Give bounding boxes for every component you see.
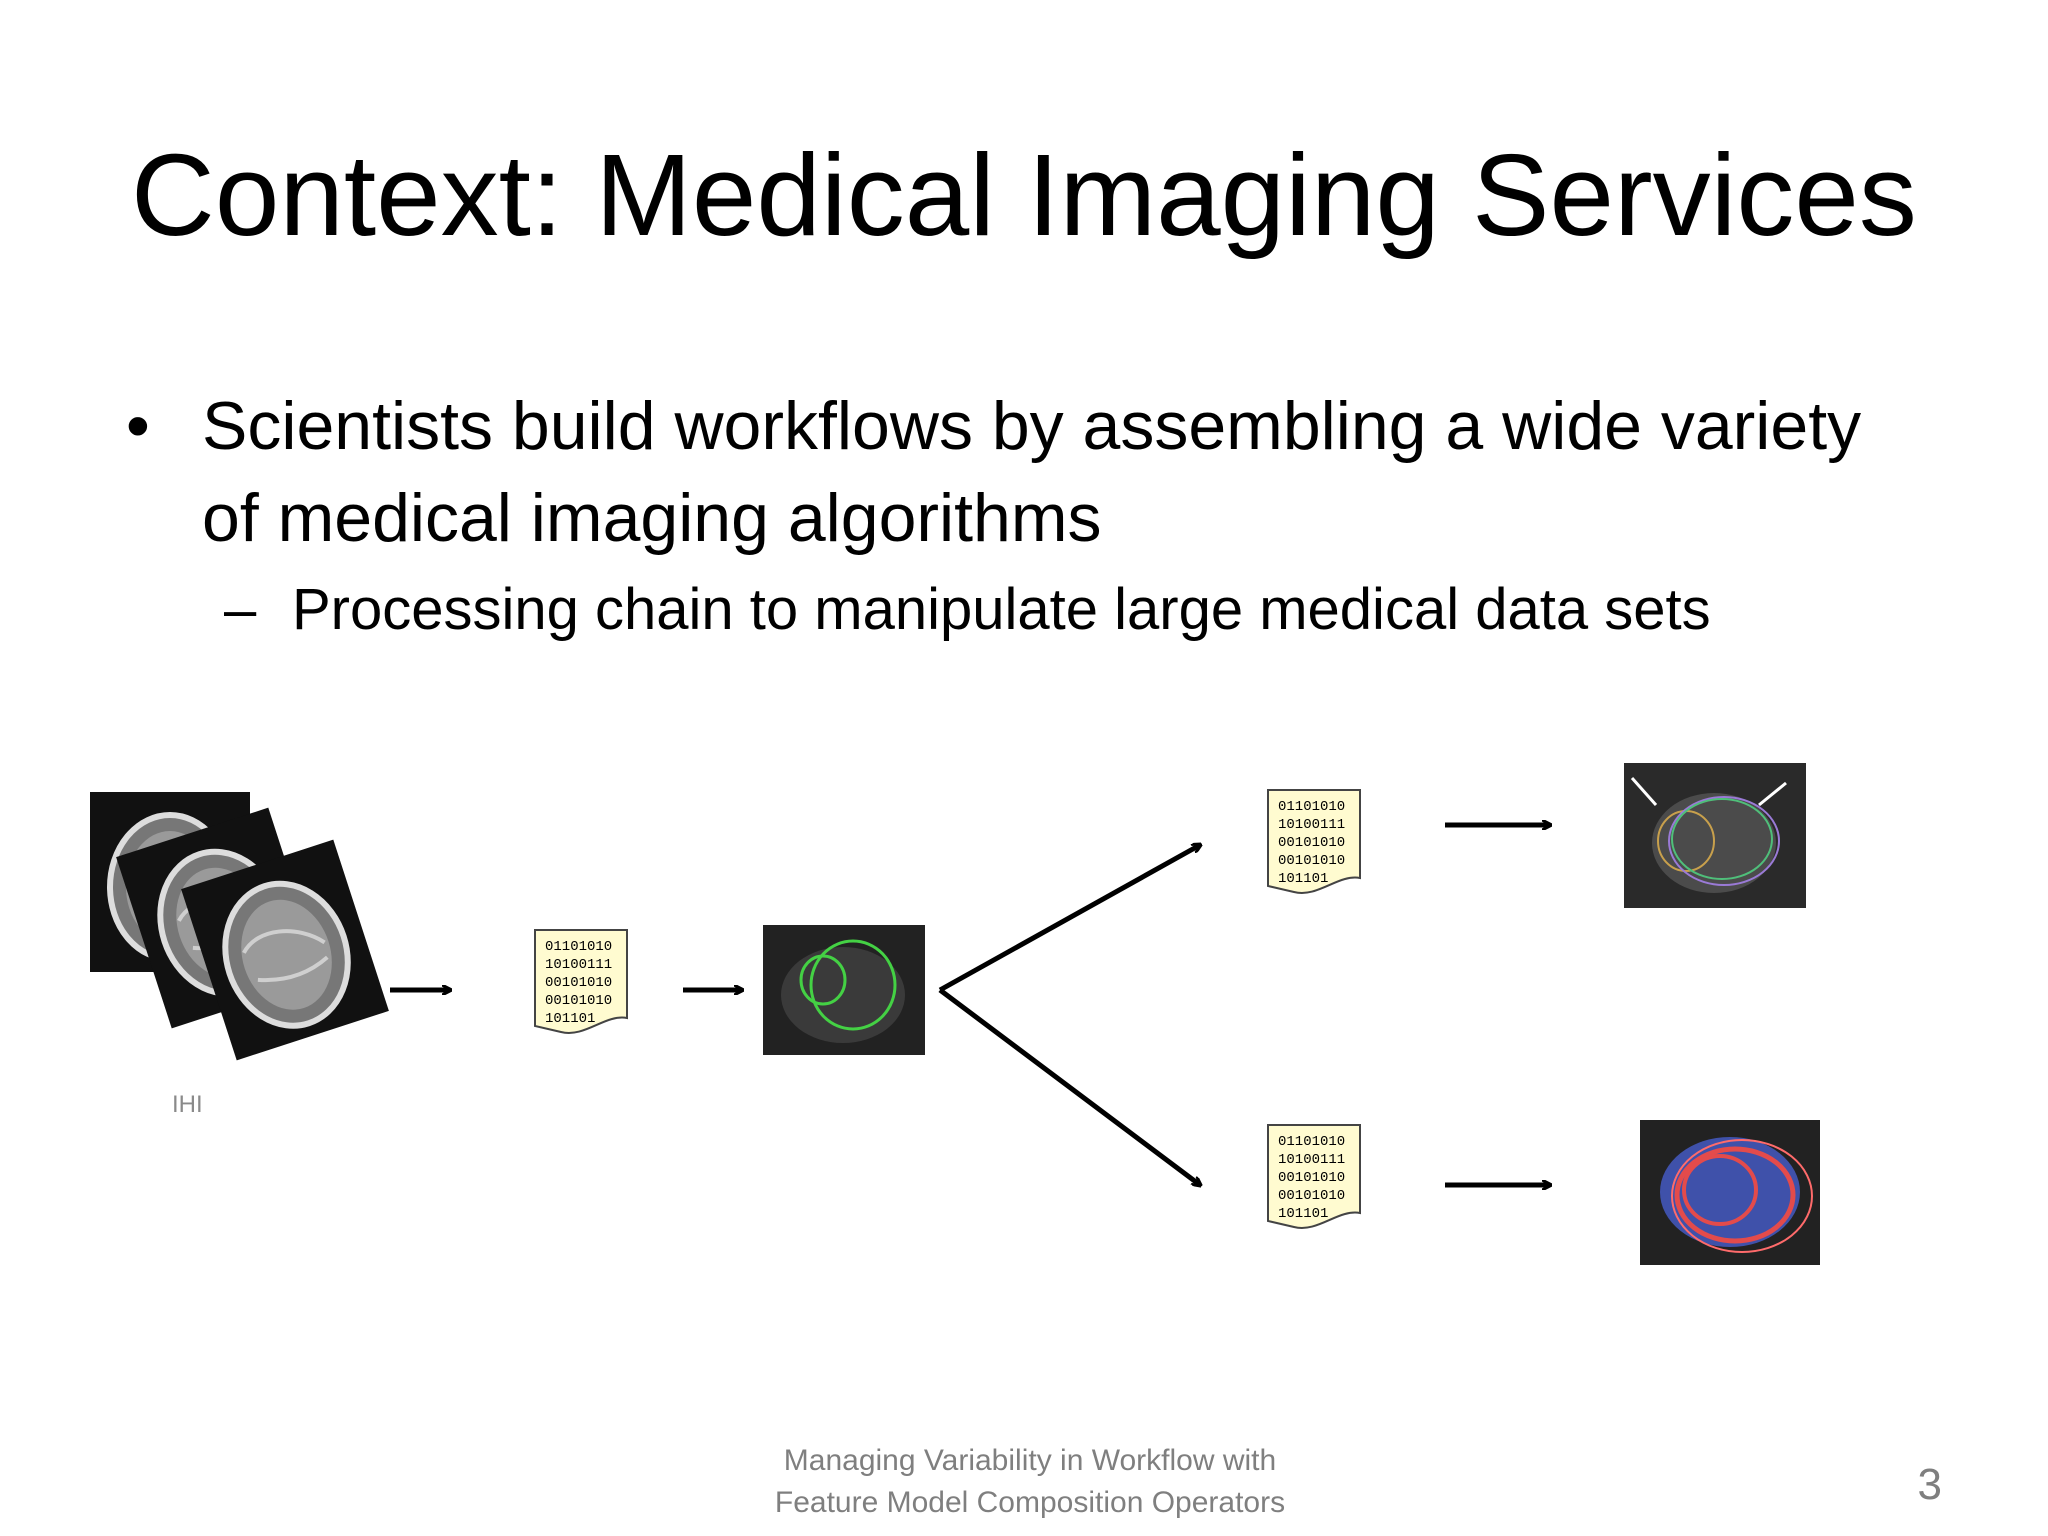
slide-title: Context: Medical Imaging Services (131, 130, 1917, 260)
svg-text:101101: 101101 (1278, 1206, 1328, 1222)
sub-bullet-item: – Processing chain to manipulate large m… (120, 570, 1920, 650)
bullet-list: • Scientists build workflows by assembli… (120, 380, 1920, 650)
svg-text:00101010: 00101010 (545, 975, 612, 991)
page-number: 3 (1917, 1460, 1942, 1509)
svg-text:00101010: 00101010 (1278, 853, 1345, 869)
svg-text:101101: 101101 (1278, 871, 1328, 887)
sub-bullet-marker: – (224, 577, 257, 642)
svg-text:00101010: 00101010 (1278, 1188, 1345, 1204)
svg-text:10100111: 10100111 (1278, 1152, 1345, 1168)
bullet-marker: • (126, 388, 150, 464)
mri-stack-image: IHI (90, 792, 389, 1118)
bullet-text: Scientists build workflows by assembling… (202, 388, 1862, 556)
svg-text:01101010: 01101010 (1278, 799, 1345, 815)
sub-bullet-text: Processing chain to manipulate large med… (292, 577, 1711, 642)
svg-text:01101010: 01101010 (545, 939, 612, 955)
svg-text:10100111: 10100111 (545, 957, 612, 973)
branch-arrow-icon (938, 845, 1200, 1185)
data-file-icon: 01101010 10100111 00101010 00101010 1011… (1267, 1124, 1361, 1229)
svg-text:101101: 101101 (545, 1011, 595, 1027)
svg-text:00101010: 00101010 (545, 993, 612, 1009)
footer-line-2: Feature Model Composition Operators (774, 1486, 1286, 1519)
contour-image (763, 925, 925, 1055)
slide-footer: Managing Variability in Workflow with Fe… (700, 1440, 1360, 1524)
bullet-item: • Scientists build workflows by assembli… (120, 380, 1920, 564)
footer-line-1: Managing Variability in Workflow with (783, 1444, 1277, 1477)
svg-text:00101010: 00101010 (1278, 835, 1345, 851)
segmentation-result-image (1624, 763, 1806, 908)
svg-text:01101010: 01101010 (1278, 1134, 1345, 1150)
svg-text:10100111: 10100111 (1278, 817, 1345, 833)
mri-label: IHI (172, 1091, 203, 1118)
data-file-icon: 01101010 10100111 00101010 00101010 1011… (534, 929, 628, 1034)
workflow-diagram: IHI 01101010 10100111 00101010 00101010 … (0, 763, 1820, 1265)
data-file-icon: 01101010 10100111 00101010 00101010 1011… (1267, 789, 1361, 894)
overlay-result-image (1640, 1120, 1820, 1265)
svg-text:00101010: 00101010 (1278, 1170, 1345, 1186)
